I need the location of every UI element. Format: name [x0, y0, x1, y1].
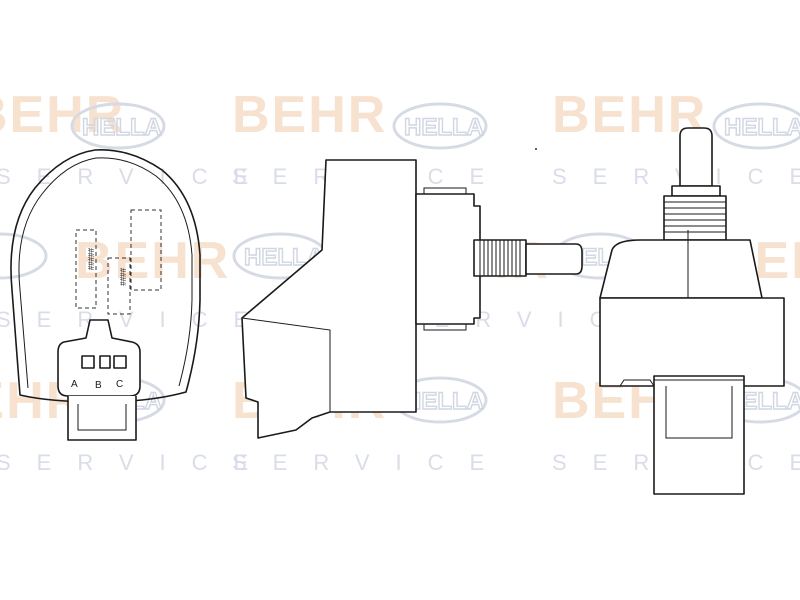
top-view	[599, 127, 785, 495]
watermark-hella-logo: HELLA	[392, 102, 488, 150]
mounting-flange	[415, 193, 481, 325]
pin-label-a: A	[71, 379, 78, 390]
side-view-body-inner	[321, 161, 327, 251]
connector-pin-cavity	[81, 355, 95, 369]
watermark-behr: BEHR	[232, 86, 387, 144]
watermark-service: SERVICE	[0, 307, 274, 332]
svg-text:HELLA: HELLA	[82, 114, 162, 141]
top-view-connector-slot	[665, 386, 733, 439]
connector-base-block	[67, 396, 137, 441]
watermark-hella-logo	[0, 232, 48, 280]
connector-pin-cavity	[99, 355, 111, 369]
knob-spindle	[525, 243, 583, 275]
watermark-behr: BEHR	[75, 232, 230, 290]
side-view-bevel	[241, 317, 331, 412]
side-view	[241, 159, 583, 439]
svg-text:HELLA: HELLA	[404, 114, 484, 141]
connector-pin-cavity	[113, 355, 127, 369]
svg-text:HELLA: HELLA	[724, 114, 800, 141]
bushing-thread-lines	[664, 201, 726, 233]
shaft-thread-lines	[479, 240, 521, 276]
front-view-housing-inner	[18, 157, 193, 389]
side-view-body	[241, 159, 417, 439]
part-code-label: ####	[118, 268, 127, 286]
watermark-hella-logo: HELLA	[392, 376, 488, 424]
front-view: ##### #### A B C	[10, 149, 201, 441]
top-view-upper-body	[599, 239, 763, 299]
part-number-label: #####	[86, 248, 95, 271]
label-area-middle	[107, 257, 131, 315]
watermark-behr: BEHR	[0, 86, 125, 144]
flange-tab	[423, 187, 467, 194]
watermark-service: SERVICE	[232, 450, 510, 475]
threaded-bushing	[663, 195, 727, 241]
watermark-hella-logo: HELLA	[70, 102, 166, 150]
connector-base-slot	[77, 404, 127, 431]
watermark-service: SERVICE	[0, 164, 274, 189]
flange-tab	[423, 324, 467, 331]
svg-text:HELLA: HELLA	[404, 388, 484, 415]
label-area-left	[75, 229, 97, 309]
top-view-spindle	[679, 127, 713, 187]
top-view-lower-body	[599, 297, 785, 387]
pin-label-b: B	[95, 380, 102, 391]
top-view-connector	[653, 375, 745, 495]
pin-label-c: C	[116, 379, 123, 390]
label-area-right	[130, 209, 162, 291]
watermark-service: SERVICE	[552, 164, 800, 189]
watermark-service: SERVICE	[0, 450, 274, 475]
watermark-hella-logo: HELLA	[712, 102, 800, 150]
spindle-collar	[671, 185, 721, 197]
stray-dot	[535, 148, 537, 150]
